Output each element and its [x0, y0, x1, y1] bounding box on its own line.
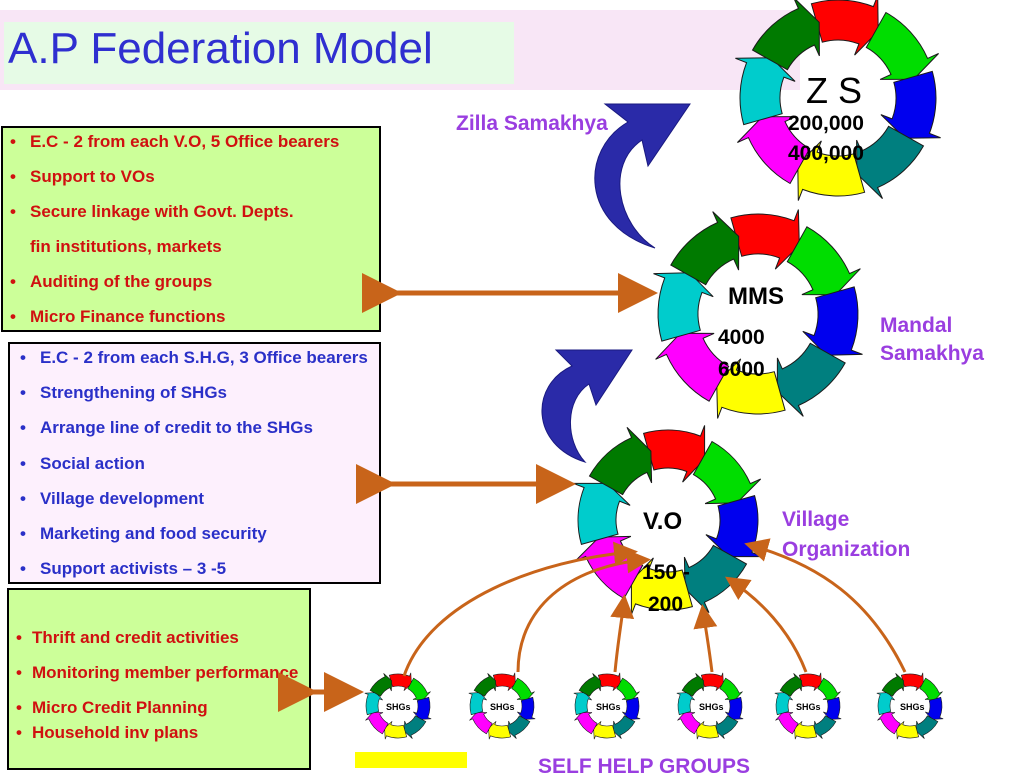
shg-label: SHGs: [900, 702, 925, 712]
shg-functions-list: •Thrift and credit activities •Monitorin…: [16, 628, 298, 748]
ring-arrow-segment: [865, 11, 939, 80]
ring-arrow-segment: [797, 140, 866, 201]
rings-layer: [364, 0, 944, 740]
self-help-groups-label: SELF HELP GROUPS: [538, 755, 750, 778]
shg-ring: [676, 672, 744, 740]
ring-arrow-segment: [779, 673, 803, 697]
shg-label: SHGs: [796, 702, 821, 712]
list-item: •E.C - 2 from each S.H.G, 3 Office beare…: [20, 348, 368, 367]
list-item: •Marketing and food security: [20, 523, 267, 543]
ring-arrow-segment: [730, 209, 800, 270]
vo-ring-name: V.O: [643, 508, 683, 535]
list-item: •Strengthening of SHGs: [20, 383, 227, 403]
ring-arrow-segment: [653, 272, 714, 342]
list-item: •Arrange line of credit to the SHGs: [20, 418, 313, 438]
vo-members-line2: 200: [648, 593, 684, 616]
mandal-functions-list: •E.C - 2 from each S.H.G, 3 Office beare…: [20, 348, 368, 594]
zilla-samakhya-label: Zilla Samakhya: [456, 112, 608, 135]
shg-to-vo-link: [725, 576, 808, 673]
list-item: •Auditing of the groups: [10, 272, 213, 291]
shg-to-vo-link: [693, 604, 718, 673]
list-item: •Social action: [20, 453, 145, 473]
ring-arrow-segment: [810, 0, 879, 56]
highlight-swatch: [355, 752, 467, 768]
list-item: •Support to VOs: [10, 167, 155, 186]
ring-arrow-segment: [881, 673, 905, 697]
flow-arrows-layer: [541, 103, 691, 464]
ring-arrow-segment: [735, 57, 796, 126]
shg-to-vo-link: [516, 549, 651, 673]
vo-ring: [573, 425, 763, 615]
list-item: •Support activists – 3 -5: [20, 559, 227, 579]
ring-arrow-segment: [716, 358, 786, 419]
mms-members-max: 6000: [718, 358, 765, 381]
vo-members-line1: 150 -: [642, 561, 690, 584]
mms-ring-name: MMS: [728, 283, 784, 310]
list-item: •Village development: [20, 488, 205, 508]
mms-members-min: 4000: [718, 326, 765, 349]
zilla-functions-box: [1, 126, 381, 332]
shg-ring: [364, 672, 432, 740]
zs-members-min: 200,000: [788, 112, 864, 135]
zs-ring: [735, 0, 941, 201]
shg-ring: [573, 672, 641, 740]
zs-members-max: 400,000: [788, 142, 864, 165]
shg-to-vo-link: [402, 541, 638, 677]
slide-title: A.P Federation Model: [8, 24, 433, 73]
shg-to-vo-link: [744, 538, 907, 673]
ring-arrow-segment: [856, 125, 925, 199]
title-box: [4, 22, 514, 84]
list-item: •Micro Finance functions: [10, 307, 226, 326]
ring-arrow-segment: [786, 226, 861, 296]
flow-arrow-mms-to-zs: [594, 103, 691, 249]
list-item: •Monitoring member performance: [16, 663, 299, 682]
shg-label: SHGs: [699, 702, 724, 712]
ring-arrow-segment: [802, 286, 863, 356]
flow-arrow-vo-to-mms: [541, 349, 633, 464]
shg-label: SHGs: [596, 702, 621, 712]
ring-arrow-segment: [655, 332, 730, 402]
ring-arrow-segment: [670, 211, 740, 286]
mms-ring: [653, 209, 863, 419]
ring-arrow-segment: [473, 673, 497, 697]
list-item: fin institutions, markets: [30, 237, 222, 256]
shg-ring: [468, 672, 536, 740]
shg-label: SHGs: [490, 702, 515, 712]
ring-arrow-segment: [642, 425, 706, 483]
zs-ring-name: Z S: [806, 70, 863, 111]
ring-arrow-segment: [578, 673, 602, 697]
shg-to-vo-link: [610, 594, 635, 673]
ring-arrow-segment: [880, 70, 941, 139]
connectors-layer: [278, 273, 907, 712]
ring-arrow-segment: [369, 673, 393, 697]
list-item: •Secure linkage with Govt. Depts.: [10, 202, 294, 221]
list-item: •E.C - 2 from each V.O, 5 Office bearers: [10, 132, 340, 151]
ring-arrow-segment: [737, 116, 811, 185]
ring-arrow-segment: [751, 0, 820, 71]
list-item: •Household inv plans: [16, 723, 199, 742]
zilla-functions-list: •E.C - 2 from each V.O, 5 Office bearers…: [10, 132, 339, 342]
shg-label: SHGs: [386, 702, 411, 712]
shg-ring: [774, 672, 842, 740]
list-item: •Micro Credit Planning: [16, 698, 208, 717]
list-item: •Thrift and credit activities: [16, 628, 239, 647]
shg-ring: [876, 672, 944, 740]
ring-arrow-segment: [681, 673, 705, 697]
ring-arrow-segment: [588, 426, 653, 496]
ring-arrow-segment: [692, 440, 762, 505]
ring-arrow-segment: [776, 342, 846, 417]
ring-arrow-segment: [573, 482, 631, 546]
mandal-functions-box: [8, 342, 381, 584]
